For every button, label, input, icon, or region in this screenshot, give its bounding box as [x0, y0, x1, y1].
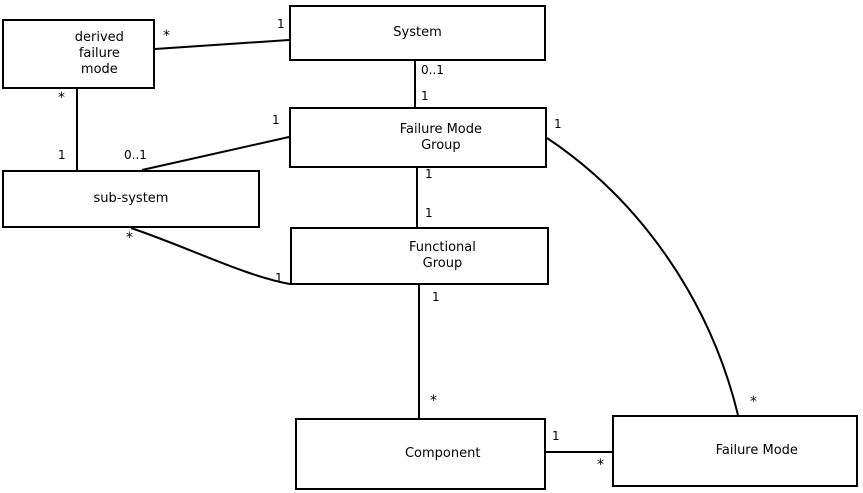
- association-line-sub-system-functional-group: [130, 227, 291, 285]
- multiplicity-label-functional-group-left: 1: [275, 271, 283, 285]
- multiplicity-label-failure-mode-group-bottom: 1: [425, 167, 433, 181]
- class-box-functional-group[interactable]: Functional Group: [290, 227, 549, 285]
- multiplicity-label-failure-mode-group-left: 1: [272, 113, 280, 127]
- class-label-failure-mode-group: Failure Mode Group: [399, 121, 483, 153]
- multiplicity-label-sub-system-top-left: 1: [58, 148, 66, 162]
- class-box-failure-mode[interactable]: Failure Mode: [612, 415, 858, 487]
- class-box-sub-system[interactable]: sub-system: [2, 170, 260, 228]
- multiplicity-label-dfm-to-system: *: [163, 28, 170, 44]
- class-label-component: Component: [404, 446, 481, 461]
- multiplicity-label-failure-mode-top: *: [750, 394, 757, 410]
- association-line-derived-failure-mode-system: [154, 39, 290, 50]
- association-line-failure-mode-group-failure-mode: [546, 137, 739, 416]
- multiplicity-label-failure-mode-group-top: 1: [421, 89, 429, 103]
- class-label-sub-system: sub-system: [93, 191, 169, 206]
- multiplicity-label-functional-group-bottom: 1: [432, 290, 440, 304]
- class-box-failure-mode-group[interactable]: Failure Mode Group: [289, 107, 547, 168]
- class-box-derived-failure-mode[interactable]: derived failure mode: [2, 19, 155, 89]
- class-label-failure-mode: Failure Mode: [715, 443, 798, 458]
- class-box-system[interactable]: System: [289, 5, 546, 61]
- association-line-sub-system-failure-mode-group: [141, 136, 290, 171]
- multiplicity-label-dfm-bottom: *: [58, 90, 65, 106]
- class-label-derived-failure-mode: derived failure mode: [74, 30, 124, 77]
- class-box-component[interactable]: Component: [295, 418, 546, 490]
- multiplicity-label-failure-mode-group-right: 1: [554, 117, 562, 131]
- multiplicity-label-sub-system-top-right: 0..1: [124, 148, 147, 162]
- multiplicity-label-failure-mode-left: *: [597, 457, 604, 473]
- multiplicity-label-sub-system-bottom: *: [126, 230, 133, 246]
- multiplicity-label-component-top: *: [430, 393, 437, 409]
- multiplicity-label-component-right: 1: [552, 429, 560, 443]
- class-label-functional-group: Functional Group: [409, 240, 476, 271]
- multiplicity-label-functional-group-top: 1: [425, 206, 433, 220]
- multiplicity-label-system-bottom: 0..1: [421, 63, 444, 77]
- multiplicity-label-system-left: 1: [277, 17, 285, 31]
- class-label-system: System: [393, 25, 442, 40]
